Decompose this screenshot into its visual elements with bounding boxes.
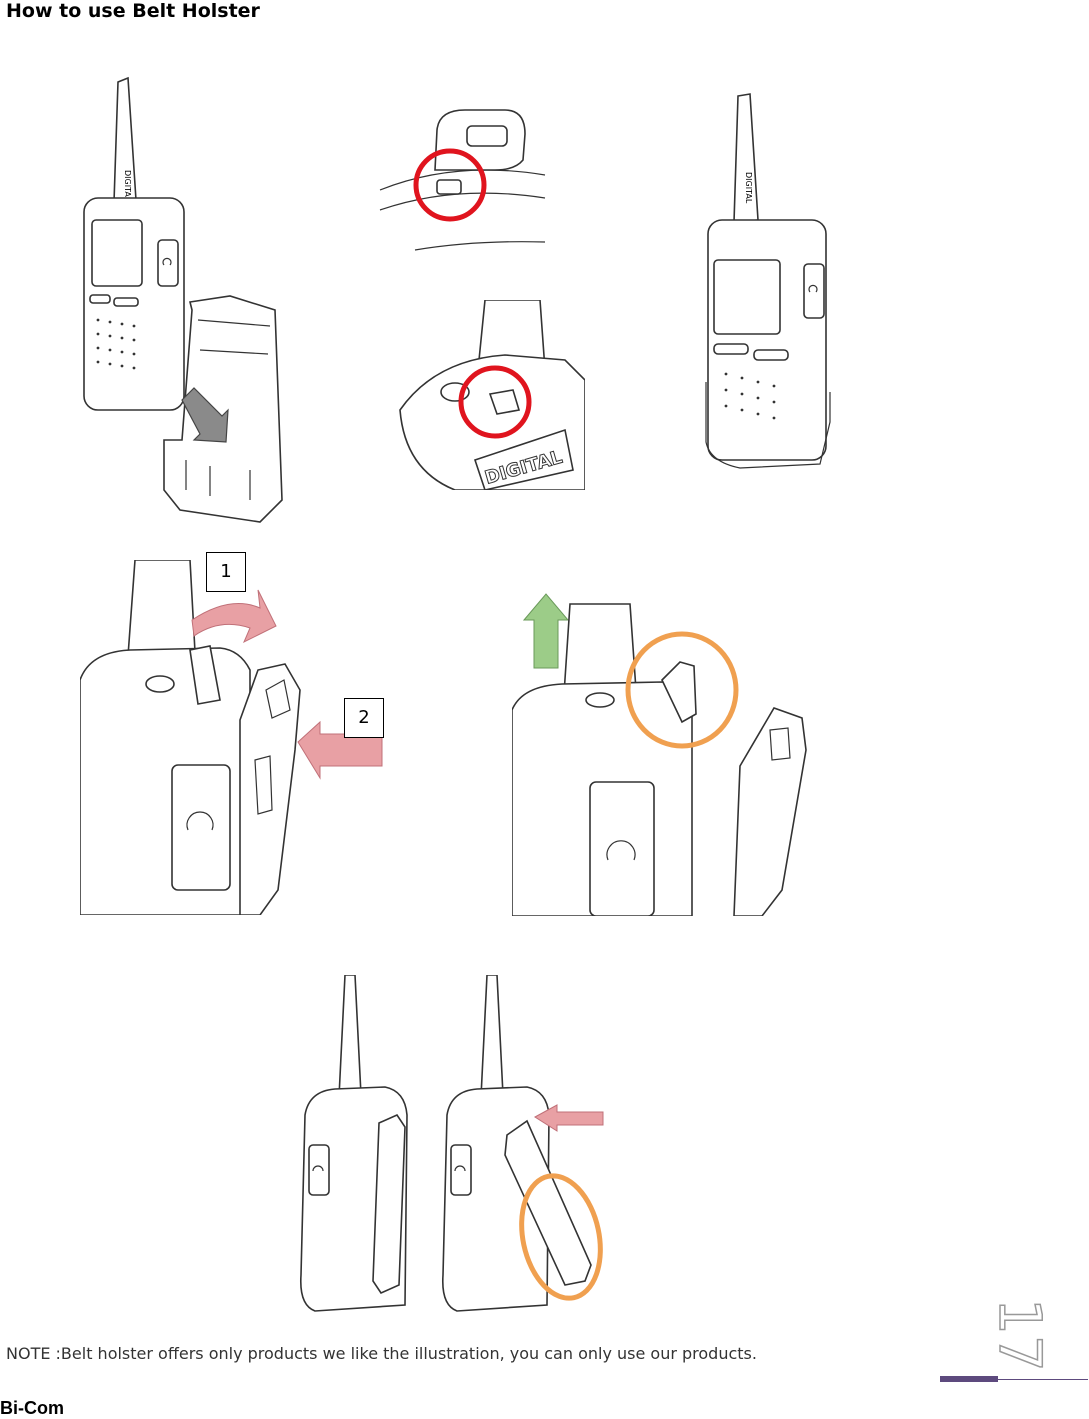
side-panel: [157, 239, 179, 287]
note-text: NOTE :Belt holster offers only products …: [6, 1344, 757, 1363]
highlight-circle-orange: [519, 1173, 603, 1301]
figure-radio-in-holster: DIGITAL: [705, 93, 831, 469]
figure-radio-and-holster: DIGITAL: [83, 76, 283, 523]
rotate-arrow: [191, 589, 277, 644]
headset-icon: [162, 257, 172, 266]
step-label-1: 1: [206, 552, 246, 592]
highlight-circle-red: [413, 148, 487, 222]
lift-arrow: [522, 593, 570, 669]
brand-name: Bi-Com: [0, 1398, 64, 1418]
page-number: 17: [985, 1297, 1055, 1372]
footer-bar: [940, 1376, 1088, 1382]
figure-removal-steps: [80, 560, 383, 915]
figure-radio-top-closeup: DIGITAL: [399, 300, 585, 490]
highlight-circle-red: [458, 365, 532, 439]
insert-arrow: [181, 387, 229, 443]
attach-arrow: [534, 1104, 604, 1132]
radio-screen: [91, 219, 143, 287]
figure-belt-clip-attach: [299, 975, 604, 1312]
antenna-brand-mark: DIGITAL: [123, 170, 132, 202]
keypad-dots: [96, 318, 136, 370]
step-label-2: 2: [344, 698, 384, 738]
highlight-circle-orange: [625, 631, 739, 749]
figure-release-clip: [512, 593, 807, 916]
figure-holster-clip-closeup: [379, 109, 546, 251]
page-title: How to use Belt Holster: [6, 0, 260, 22]
antenna-brand-mark: DIGITAL: [744, 172, 753, 204]
